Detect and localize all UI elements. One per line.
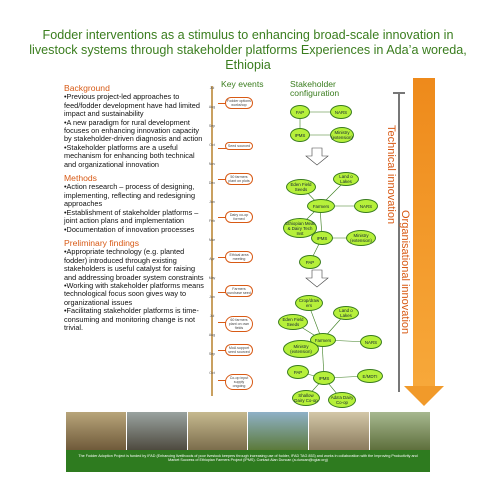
event-box: MoA support seed sourced	[225, 344, 253, 356]
month-label: Jul	[209, 314, 215, 318]
event-connector	[218, 103, 226, 104]
event-box: Dairy co-op formed	[225, 211, 253, 223]
stakeholder-node: Ministry (extension)	[283, 340, 319, 358]
month-label: Aug	[208, 105, 216, 109]
background-bullet: •A new paradigm for rural development fo…	[64, 117, 203, 144]
tech-innovation-line	[398, 92, 400, 392]
event-connector	[218, 350, 226, 351]
photo-farm-field	[66, 412, 126, 450]
event-connector	[218, 148, 226, 149]
background-bullet: •Previous project-led approaches to feed…	[64, 92, 200, 119]
month-label: May	[208, 276, 216, 280]
methods-heading: Methods	[64, 173, 97, 184]
findings-section: Preliminary findings •Appropriate techno…	[64, 237, 204, 332]
stakeholder-node: NARS	[360, 335, 382, 349]
stakeholder-node: Land o Lakes	[333, 172, 359, 186]
key-events-heading: Key events	[221, 79, 264, 89]
organisational-innovation-label: Organisational innovation	[399, 210, 411, 335]
month-label: Apr	[209, 257, 215, 261]
organisational-innovation-bar	[413, 78, 435, 386]
poster-title: Fodder interventions as a stimulus to en…	[29, 28, 467, 72]
month-label: Dec	[208, 181, 216, 185]
down-arrow	[305, 269, 329, 288]
methods-section: Methods •Action research – process of de…	[64, 174, 204, 234]
event-connector	[218, 322, 226, 323]
findings-heading: Preliminary findings	[64, 237, 139, 248]
findings-bullet: •Facilitating stakeholder platforms is t…	[64, 306, 199, 332]
footer-note: The Fodder Adoption Project is funded by…	[66, 450, 430, 472]
stakeholder-config-heading: Stakeholder configuration	[290, 79, 340, 98]
stakeholder-node: Eden Field Seeds	[278, 314, 308, 330]
technical-innovation-label: Technical innovation	[385, 125, 397, 225]
left-column: Background •Previous project-led approac…	[64, 83, 204, 337]
photo-meeting	[126, 412, 187, 450]
event-box: Fodder options workshop	[225, 97, 253, 109]
photo-landscape	[248, 412, 309, 450]
organisational-innovation-arrowhead	[404, 386, 444, 406]
stakeholder-node: IPMS	[290, 128, 310, 142]
stakeholder-node: PAP	[299, 255, 321, 269]
photo-fodder	[370, 412, 430, 450]
stakeholder-node: NARS	[354, 199, 378, 213]
stakeholder-node: Eden Field Seeds	[286, 179, 316, 195]
methods-bullet: •Documentation of innovation processes	[64, 224, 195, 234]
findings-bullet: •Appropriate technology (e.g. planted fo…	[64, 247, 204, 282]
event-box: Seed sourced	[225, 142, 253, 150]
event-connector	[218, 179, 226, 180]
background-section: Background •Previous project-led approac…	[64, 83, 204, 169]
month-label: Sep	[208, 352, 216, 356]
stakeholder-node: Crop/draw ers	[295, 295, 323, 311]
stakeholder-node: Shallow Dairy Co-op	[292, 390, 320, 406]
event-box: Farmers purchase seed	[225, 285, 253, 297]
stakeholder-node: PAP	[287, 365, 309, 379]
stakeholder-node: Ada'a Dairy Co-op	[328, 392, 356, 408]
month-label: Oct	[209, 143, 215, 147]
background-heading: Background	[64, 83, 110, 93]
event-connector	[218, 257, 226, 258]
background-bullet: •Stakeholder platforms are a useful mech…	[64, 142, 195, 169]
month-label: Mar	[208, 238, 216, 242]
stakeholder-node: IPMS	[311, 231, 333, 245]
stakeholder-node: Ministry (extension)	[346, 230, 376, 246]
stakeholder-node: Ethiopian Meat & Dairy Tech Inst	[283, 218, 317, 238]
stakeholder-node: FAP	[290, 105, 310, 119]
month-timeline: Jul Aug Sep Oct Nov Dec Jan Feb Mar Apr …	[207, 86, 217, 396]
month-label: Jun	[209, 295, 215, 299]
photo-strip	[66, 412, 430, 450]
photo-cattle	[309, 412, 370, 450]
event-connector	[218, 380, 226, 381]
month-label: Aug	[208, 333, 216, 337]
methods-bullet: •Establishment of stakeholder platforms …	[64, 207, 199, 226]
event-box: Co-op input supply ongoing	[225, 374, 253, 390]
month-label: Feb	[208, 219, 216, 223]
month-label: Sep	[208, 124, 216, 128]
stakeholder-node: IPMS	[313, 371, 335, 385]
down-arrow	[305, 147, 329, 166]
timeline-line	[211, 86, 213, 396]
stakeholder-node: E/MDTI	[357, 369, 383, 383]
month-label: Oct	[209, 371, 215, 375]
month-label: Jul	[209, 86, 215, 90]
stakeholder-node: Ministry (extension)	[330, 127, 354, 143]
event-connector	[218, 292, 226, 293]
stakeholder-node: NARS	[330, 105, 352, 119]
stakeholder-node: Farmers	[307, 199, 335, 213]
photo-group	[187, 412, 248, 450]
findings-bullet: •Working with stakeholder platforms mean…	[64, 280, 204, 307]
event-connector	[218, 217, 226, 218]
event-box: 60 farmers plant on own fields	[225, 316, 253, 332]
methods-bullet: •Action research – process of designing,…	[64, 182, 196, 209]
event-box: 50 farmers plant on plots	[225, 173, 253, 185]
month-label: Nov	[208, 162, 216, 166]
event-box: Ethical area meeting	[225, 251, 253, 263]
month-label: Jan	[209, 200, 215, 204]
stakeholder-node: Land o Lakes	[333, 306, 359, 320]
